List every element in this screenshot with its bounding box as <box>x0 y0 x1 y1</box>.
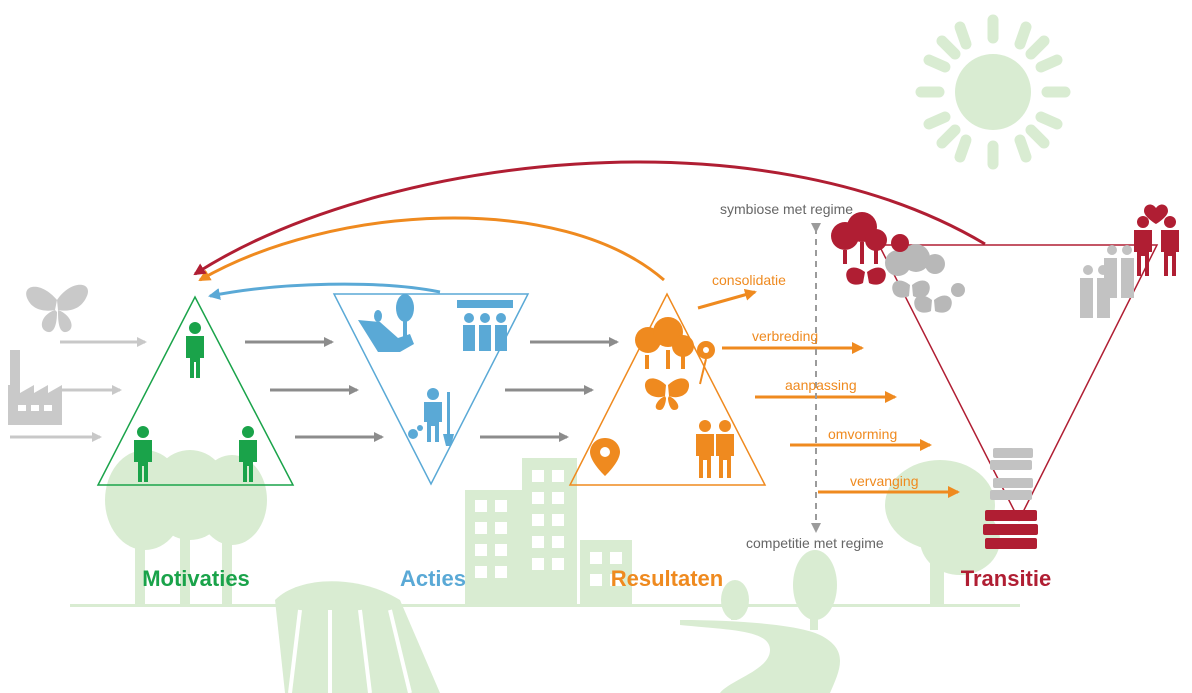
feedback-arc-acties <box>208 282 441 300</box>
consolidatie-arrow <box>697 288 757 310</box>
trees-flowers-icon <box>831 212 965 313</box>
transitie-triangle <box>831 204 1179 549</box>
group-icon <box>457 300 513 351</box>
aanpassing-label: aanpassing <box>785 377 857 393</box>
regime-top-label: symbiose met regime <box>720 201 853 217</box>
trees-icon <box>885 460 1000 605</box>
regime-bottom-label: competitie met regime <box>746 535 884 551</box>
butterfly-icon <box>644 378 690 410</box>
person-icon <box>239 426 257 482</box>
input-arrows <box>10 337 147 442</box>
location-pin-icon <box>590 438 620 476</box>
books-icon <box>983 448 1038 549</box>
trees-icon <box>635 317 694 369</box>
stage-label-acties: Acties <box>400 566 466 591</box>
arrows-acties-resultaten <box>480 337 619 442</box>
road-shape <box>680 620 840 693</box>
stage-label-motivaties: Motivaties <box>142 566 250 591</box>
person-icon <box>186 322 204 378</box>
flower-icon <box>697 341 715 385</box>
omvorming-label: omvorming <box>828 426 897 442</box>
consolidatie-label: consolidatie <box>712 272 786 288</box>
couple-heart-icon <box>1080 204 1179 318</box>
butterfly-icon <box>26 284 89 333</box>
couple-icon <box>696 420 734 478</box>
trees-icon <box>721 550 837 630</box>
arrows-motivaties-acties <box>245 337 384 442</box>
gardener-icon <box>408 388 454 446</box>
motivaties-triangle <box>96 295 295 486</box>
ground-line <box>70 604 1020 607</box>
person-icon <box>134 426 152 482</box>
fields-icon <box>275 581 440 693</box>
sun-icon <box>915 14 1071 170</box>
vervanging-label: vervanging <box>850 473 919 489</box>
resultaten-triangle <box>568 292 767 486</box>
feedback-arc-transitie <box>193 160 986 276</box>
buildings-icon <box>465 458 632 605</box>
stage-label-transitie: Transitie <box>961 566 1051 591</box>
factory-icon <box>8 350 62 425</box>
background-layer <box>70 14 1071 693</box>
verbreding-label: verbreding <box>752 328 818 344</box>
planting-tree-icon <box>358 294 414 352</box>
feedback-arc-resultaten <box>198 216 665 282</box>
acties-triangle <box>332 293 530 486</box>
stage-label-resultaten: Resultaten <box>611 566 723 591</box>
